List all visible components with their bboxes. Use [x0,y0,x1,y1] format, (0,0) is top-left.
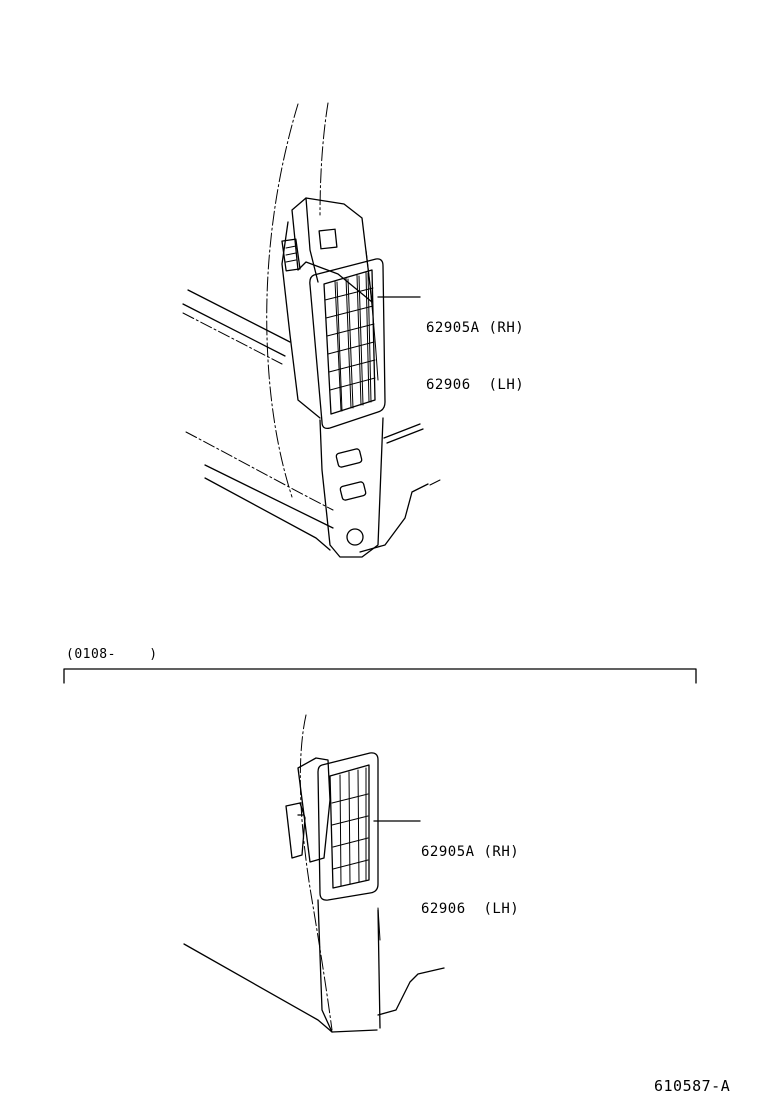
register-louvers [324,271,376,412]
floor-line-2 [429,479,441,486]
pillar-curve-lower [299,714,333,1031]
figure-id: 610587-A [654,1077,731,1095]
bottom-part-rh: 62905A (RH) [421,844,520,860]
pillar-panel [319,417,384,558]
pillar-inner-curve [319,102,329,216]
dash-lower-line [183,943,378,1033]
panel-slot-2 [339,481,367,501]
floor-line-lower [377,967,445,1016]
dash-line-b [182,303,286,357]
register-louvers-lower [331,767,369,887]
dash-lower-c [204,477,331,551]
dash-line-a [187,289,291,343]
register-frame-outer-lower [317,752,379,901]
pillar-outer-curve [266,103,299,498]
top-part-rh: 62905A (RH) [426,320,525,336]
duct-side [281,221,321,419]
panel-slot-1 [335,448,363,468]
bottom-part-callout: 62905A (RH) 62906 (LH) [421,805,519,938]
panel-hole [346,528,364,546]
top-part-callout: 62905A (RH) 62906 (LH) [426,281,524,414]
duct-tab-2 [281,238,301,272]
dash-lower-b [204,464,334,529]
range-bracket [63,668,697,684]
console-line [383,423,424,444]
floor-line [359,483,429,553]
duct-clip-lower [285,802,306,859]
register-frame-inner [323,269,376,415]
dash-line-c [182,312,283,365]
bottom-illustration [183,714,445,1033]
dash-lower-a [185,431,334,511]
duct-tab-lines [285,245,297,263]
production-range: (0108- ) [66,647,158,662]
register-frame-inner-lower [329,764,370,889]
top-part-lh: 62906 (LH) [426,377,525,393]
bottom-part-lh: 62906 (LH) [421,901,520,917]
duct-tab-1 [318,228,338,250]
duct-top-edge [305,197,319,283]
top-illustration [182,102,441,558]
register-frame-outer [309,258,386,430]
pillar-panel-lower [317,899,381,1033]
duct-back [291,197,373,303]
